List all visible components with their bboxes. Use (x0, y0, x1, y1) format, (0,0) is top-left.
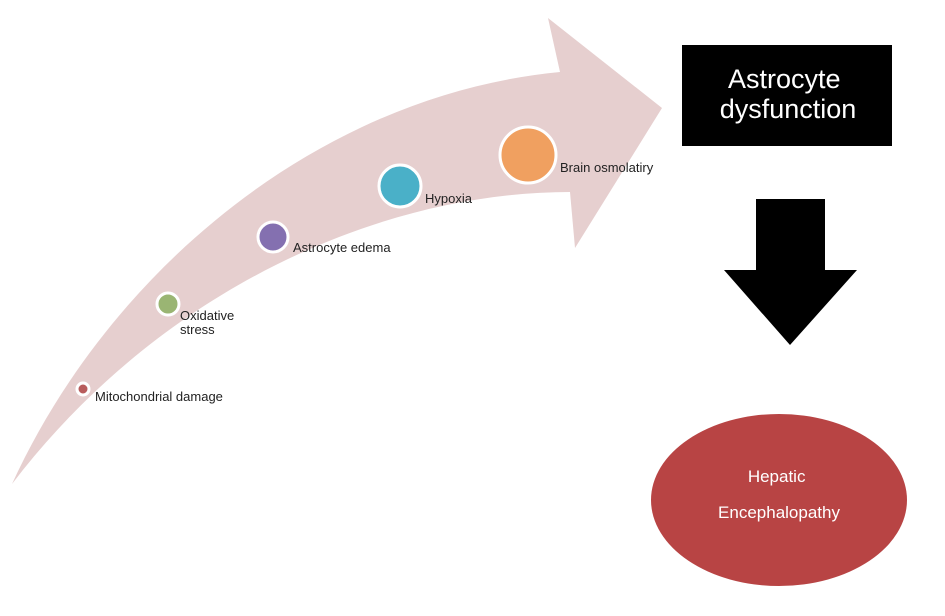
step-label-line: Brain osmolatiry (560, 160, 654, 175)
step-label-oxidative-stress: Oxidative stress (180, 308, 238, 337)
hepatic-encephalopathy-oval: Hepatic Encephalopathy (651, 414, 907, 586)
step-2: Oxidative stress (155, 291, 238, 337)
box-label-line: dysfunction (720, 94, 857, 124)
step-label-hypoxia: Hypoxia (425, 191, 473, 206)
oval-label: Hepatic Encephalopathy (718, 467, 840, 522)
step-label-line: Oxidative (180, 308, 234, 323)
step-label-astrocyte-edema: Astrocyte edema (293, 240, 391, 255)
step-label-line: Hypoxia (425, 191, 473, 206)
oval-background (651, 414, 907, 586)
step-label-line: Mitochondrial damage (95, 389, 223, 404)
step-marker-mitochondrial-damage (75, 381, 91, 397)
step-4: Hypoxia (377, 163, 473, 209)
oval-label-line: Hepatic (748, 467, 806, 486)
oval-label-line: Encephalopathy (718, 503, 840, 522)
step-5: Brain osmolatiry (498, 125, 654, 185)
down-arrow (724, 199, 857, 345)
step-marker-hypoxia (377, 163, 423, 209)
step-marker-brain-osmolatiry (498, 125, 558, 185)
step-3: Astrocyte edema (256, 220, 391, 255)
step-label-line: Astrocyte edema (293, 240, 391, 255)
step-label-mitochondrial-damage: Mitochondrial damage (95, 389, 223, 404)
step-label-line: stress (180, 322, 215, 337)
box-label-line: Astrocyte (728, 64, 841, 94)
step-marker-oxidative-stress (155, 291, 181, 317)
step-1: Mitochondrial damage (75, 381, 223, 404)
step-label-brain-osmolatiry: Brain osmolatiry (560, 160, 654, 175)
box-label: Astrocyte dysfunction (720, 64, 857, 124)
curved-progression-arrow (12, 18, 662, 484)
box-background (682, 45, 892, 146)
astrocyte-dysfunction-box: Astrocyte dysfunction (682, 45, 892, 146)
step-marker-astrocyte-edema (256, 220, 290, 254)
